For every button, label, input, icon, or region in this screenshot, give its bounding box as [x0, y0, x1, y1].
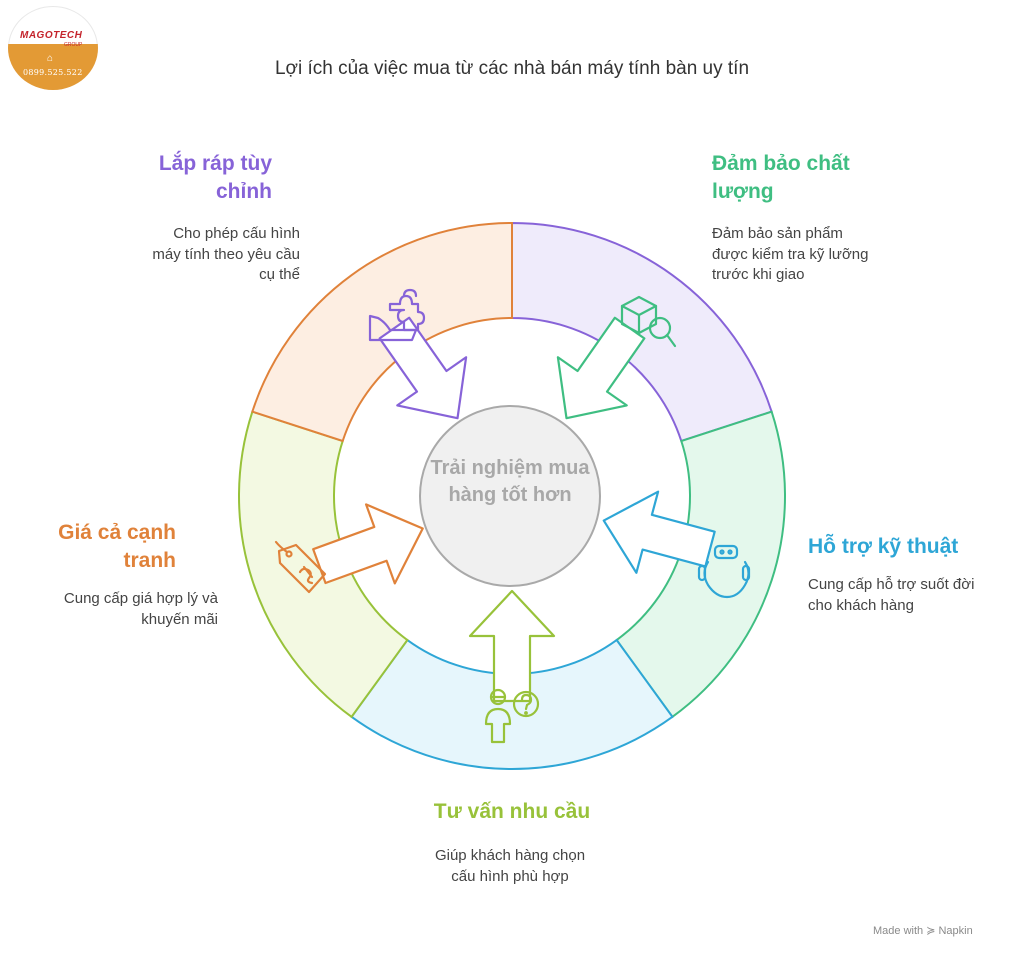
home-icon: ⌂: [47, 53, 54, 64]
page-title: Lợi ích của việc mua từ các nhà bán máy …: [274, 58, 750, 79]
heading-custom: Lắp ráp tùy chỉnh: [158, 152, 272, 203]
company-logo: MAGOTECH GROUP ⌂ 0899.525.522: [8, 6, 98, 90]
heading-price: Giá cả cạnh tranh: [58, 521, 176, 572]
footer-brand: Napkin: [938, 925, 973, 937]
center-label: Trải nghiệm mua hàng tốt hơn: [430, 457, 590, 506]
arrow-price: [312, 503, 424, 585]
logo-phone: 0899.525.522: [23, 68, 83, 77]
logo-sub: GROUP: [64, 42, 83, 48]
arrow-consult: [468, 589, 556, 703]
desc-custom: Cho phép cấu hình máy tính theo yêu cầu …: [152, 225, 300, 283]
desc-consult: Giúp khách hàng chọn cấu hình phù hợp: [434, 847, 586, 885]
price-tag-icon: [274, 540, 327, 594]
person-question-icon: [484, 688, 540, 744]
center-circle: [419, 405, 601, 587]
support-robot-icon: [697, 544, 751, 599]
desc-quality: Đảm bảo sản phẩm được kiểm tra kỹ lưỡng …: [712, 225, 869, 283]
arrow-support: [602, 490, 716, 574]
segment-price: [251, 221, 513, 443]
heading-quality: Đảm bảo chất lượng: [712, 152, 850, 203]
box-search-icon: [620, 295, 677, 348]
logo-background: [8, 44, 98, 90]
footer-made-with: Made with: [873, 925, 924, 937]
footer-credit: Made with ≽ Napkin: [873, 924, 973, 937]
napkin-icon: ≽: [926, 925, 936, 937]
heading-support: Hỗ trợ kỹ thuật: [808, 535, 959, 558]
puzzle-hand-icon: [368, 288, 426, 342]
arrow-custom: [378, 316, 468, 420]
desc-support: Cung cấp hỗ trợ suốt đời cho khách hàng: [808, 576, 975, 614]
arrow-quality: [556, 316, 646, 420]
desc-price: Cung cấp giá hợp lý và khuyến mãi: [63, 590, 218, 628]
logo-brand: MAGOTECH: [20, 30, 83, 41]
heading-consult: Tư vấn nhu cầu: [433, 800, 591, 823]
